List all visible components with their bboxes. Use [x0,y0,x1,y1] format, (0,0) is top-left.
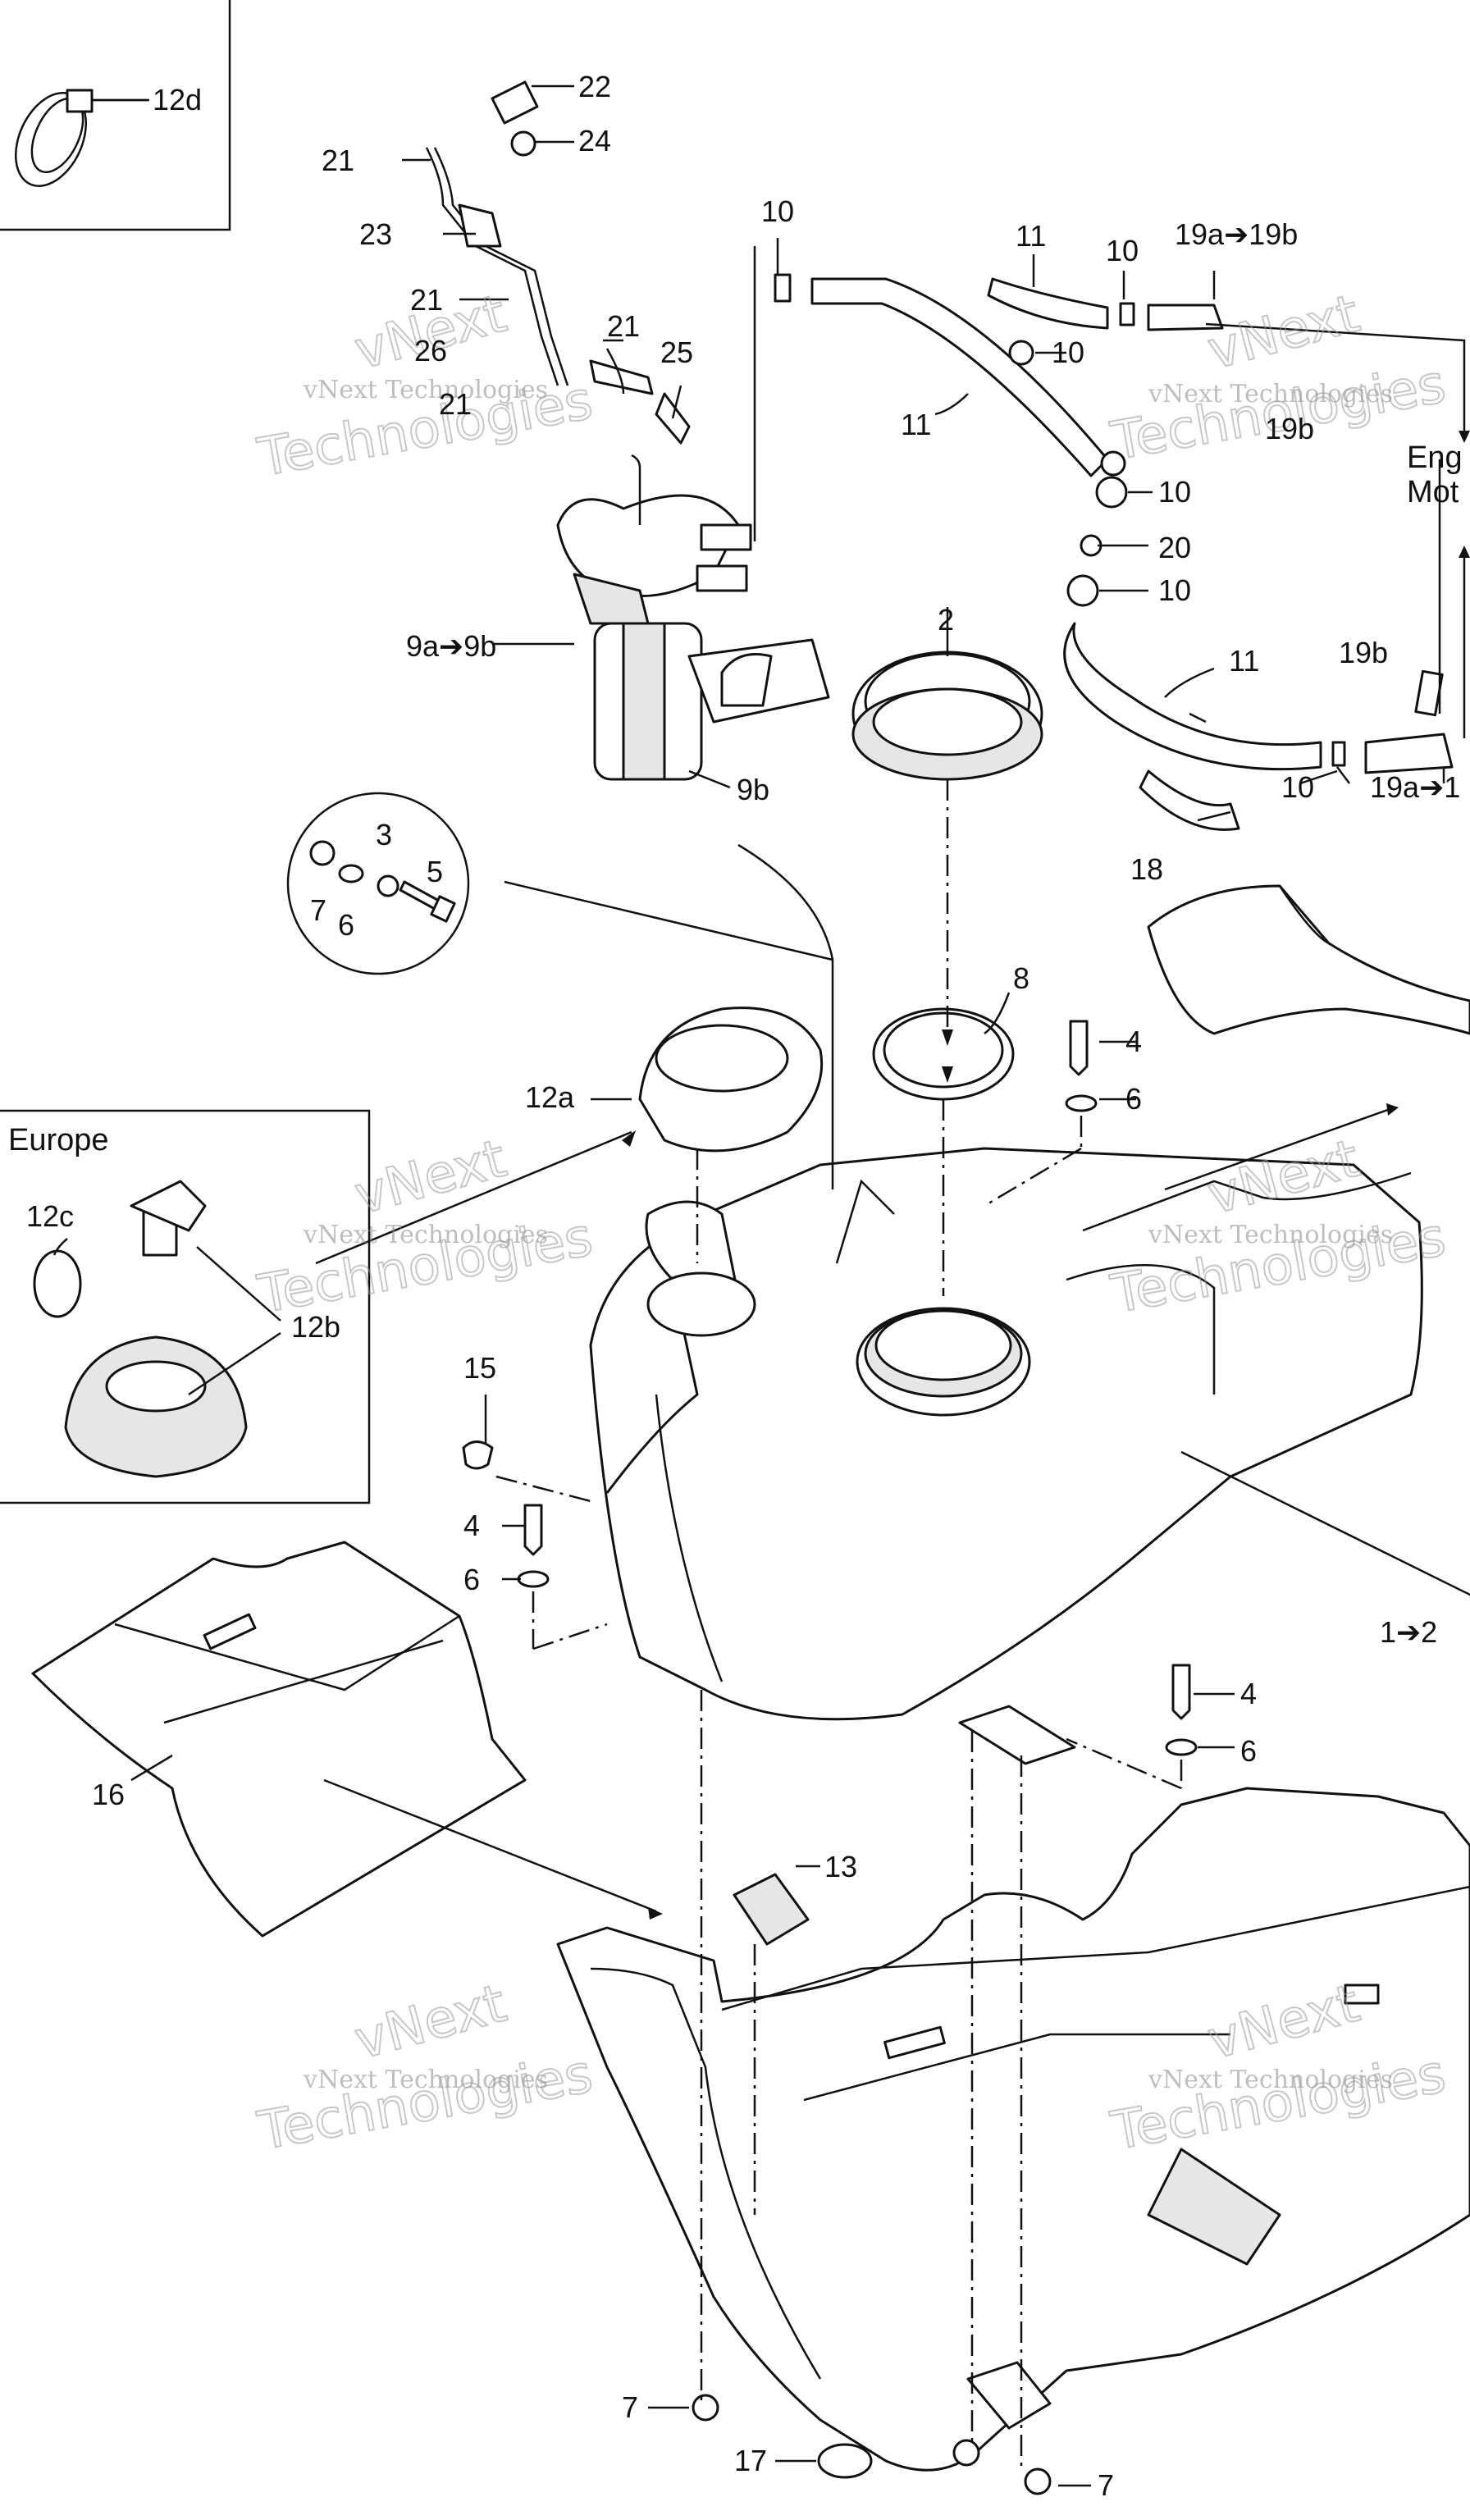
heat-shield-16 [31,1541,527,1938]
frame-bracket-right [1147,884,1470,1035]
callout-label: 6 [338,908,354,942]
watermark-text: vNext Technologies [303,2066,548,2094]
callout-label: 9b [737,773,769,806]
callout-label: 8 [1013,961,1029,995]
tank-skid-plate [556,1787,1470,2472]
callout-label: 12c [26,1199,74,1233]
inset-fastener-circle [286,792,470,975]
watermark-text: vNext [349,1129,513,1227]
callout-label: 9a➔9b [406,629,496,663]
callout-label: 20 [1158,531,1191,564]
callout-label: 12a [525,1080,575,1114]
callout-label: 26 [414,334,447,368]
callout-label: 13 [824,1850,857,1883]
watermark-text: vNext Technologies [1148,380,1393,409]
callout-label: 6 [1240,1734,1257,1768]
callout-label: 10 [761,194,794,228]
callout-label: 12d [153,83,202,116]
engine-label: Mot [1407,475,1459,509]
callout-label: 10 [1281,770,1314,804]
watermark-text: Technologies [253,2043,597,2162]
leader-lines [52,84,1470,2487]
fuel-cap-europe-icon [33,1180,248,1478]
callout-label: 21 [439,387,472,421]
callout-label: 21 [322,144,354,177]
gasket-8 [872,1007,1015,1101]
callout-labels: 12d 22 24 21 23 21 21 26 21 25 10 11 11 … [8,70,1463,2502]
watermark-text: vNext Technologies [303,1221,548,1249]
europe-label: Europe [8,1123,109,1157]
fuel-tank-1 [589,1147,1423,1765]
hose-11-lower [1063,622,1454,831]
fuel-cap-12a [638,1007,824,1153]
inset-cable-tie-box [0,0,231,231]
assembly-lines [315,246,1470,2469]
callout-label: 12b [291,1310,340,1344]
callout-label: 21 [607,309,640,343]
fastener-set-icon [309,840,456,923]
callout-label: 10 [1106,234,1139,267]
callout-label: 4 [463,1509,480,1542]
watermark-text: vNext [349,1974,513,2072]
callout-label: 22 [578,70,611,103]
callout-label: 11 [1229,644,1259,678]
callout-label: 16 [92,1778,125,1811]
foam-pad-13 [733,1873,810,1946]
hose-assembly-top [425,80,691,445]
callout-label: 10 [1052,336,1084,369]
callout-label: 6 [1125,1082,1142,1116]
watermark-text: vNext Technologies [1148,1221,1393,1249]
callout-label: 10 [1158,573,1191,607]
callout-label: 17 [734,2444,767,2477]
lock-ring-2 [851,651,1043,781]
cable-tie-icon [14,89,148,187]
callout-label: 1➔2 [1380,1615,1437,1649]
callout-label: 5 [427,855,443,888]
callout-label: 15 [463,1351,496,1385]
hose-11-upper [774,273,1109,477]
callout-label: 10 [1158,475,1191,509]
callout-label: 19b [1339,636,1388,669]
callout-label: 11 [901,408,931,441]
callout-label: 19b [1265,412,1314,445]
watermark-text: vNext Technologies [303,376,548,404]
callout-label: 4 [1240,1677,1257,1710]
callout-label: 11 [1016,219,1046,253]
callout-label: 18 [1130,852,1163,886]
watermark-text: vNext Technologies [1148,2066,1393,2094]
callout-label: 7 [622,2390,638,2424]
callout-label: 19a➔1 [1370,770,1460,804]
inset-europe-box [0,1109,371,1504]
callout-label: 23 [359,217,392,251]
callout-label: 25 [660,336,693,369]
callout-label: 3 [376,818,392,851]
callout-label: 6 [463,1563,480,1596]
callout-label: 7 [310,893,326,927]
engine-label: Eng [1407,441,1463,475]
callout-label: 19a➔19b [1175,217,1298,251]
callout-label: 24 [578,124,611,158]
callout-label: 4 [1125,1025,1142,1058]
fuel-pump-assembly [556,454,830,781]
callout-label: 2 [938,603,954,637]
watermark-text: vNext [1202,284,1366,382]
callout-label: 7 [1098,2468,1114,2502]
callout-label: 21 [410,283,443,317]
hose-11-right [987,277,1224,607]
